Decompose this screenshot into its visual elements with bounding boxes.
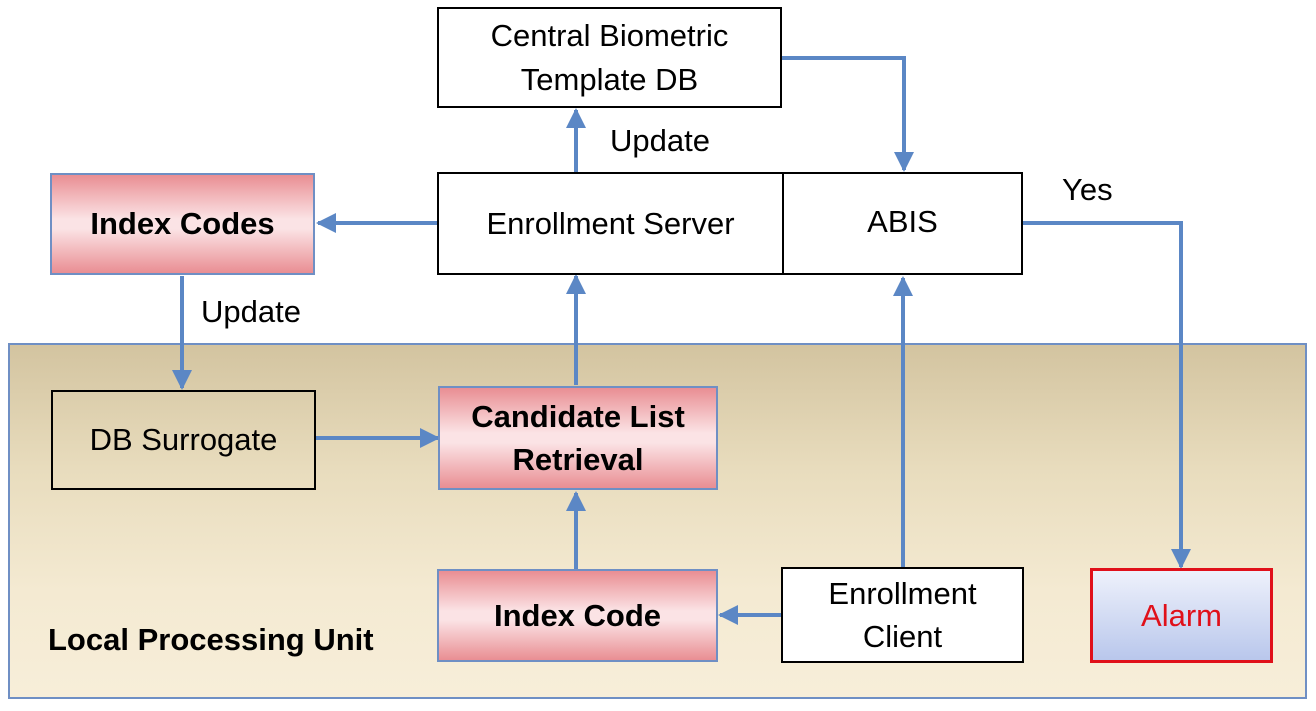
central-biometric-template-db: Central Biometric Template DB (437, 7, 782, 108)
abis-box: ABIS (782, 172, 1023, 275)
enrollment-server-box: Enrollment Server (437, 172, 784, 275)
candidate-list-retrieval-box: Candidate List Retrieval (438, 386, 718, 490)
yes-label: Yes (1062, 172, 1113, 207)
db-surrogate-box: DB Surrogate (51, 390, 316, 490)
arrow-central-db-to-abis (781, 56, 914, 172)
alarm-box: Alarm (1090, 568, 1273, 663)
local-processing-unit-label: Local Processing Unit (48, 622, 374, 657)
index-codes-box: Index Codes (50, 173, 315, 275)
enrollment-client-box: Enrollment Client (781, 567, 1024, 663)
update-label-left: Update (201, 294, 301, 329)
index-code-box: Index Code (437, 569, 718, 662)
arrow-abis-to-alarm (1022, 221, 1191, 569)
update-label-top: Update (610, 123, 710, 158)
